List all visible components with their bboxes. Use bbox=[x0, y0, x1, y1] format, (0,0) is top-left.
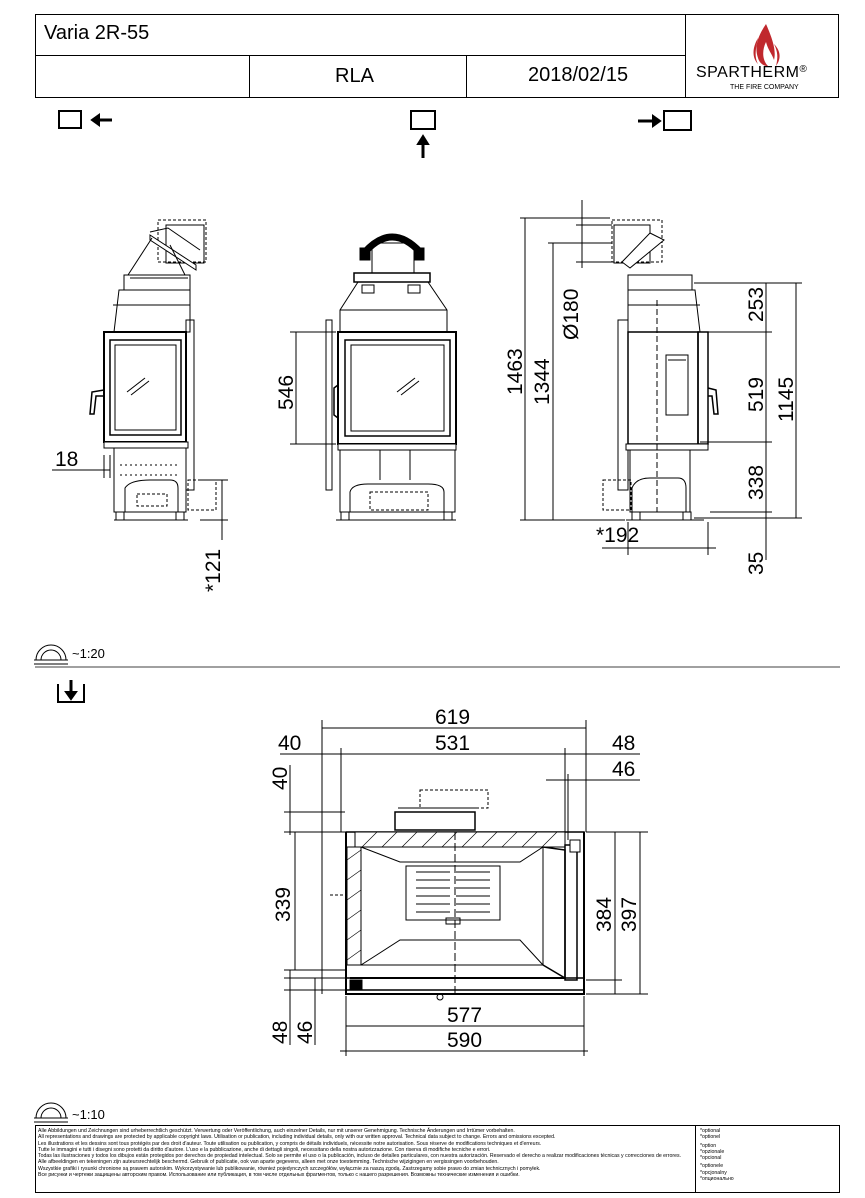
copyright-line: Alle Abbildungen und Zeichnungen sind ur… bbox=[38, 1128, 515, 1134]
optional-word: *optionele bbox=[700, 1163, 724, 1170]
dim-338: 338 bbox=[745, 465, 768, 500]
brand-logo: SPARTHERM® THE FIRE COMPANY bbox=[688, 16, 838, 96]
dim-121: *121 bbox=[202, 549, 225, 592]
dim-619: 619 bbox=[435, 706, 470, 729]
dim-253: 253 bbox=[745, 287, 768, 322]
scale-label-1: ~1:20 bbox=[72, 646, 105, 661]
dim-384: 384 bbox=[593, 897, 616, 932]
optional-word: *option bbox=[700, 1142, 717, 1149]
dim-1145: 1145 bbox=[775, 377, 798, 422]
elevation-dimension-lines bbox=[52, 200, 802, 560]
header-divider-v3 bbox=[685, 14, 686, 98]
header-frame bbox=[35, 14, 839, 98]
dim-519: 519 bbox=[745, 377, 768, 412]
optional-word: *optionel bbox=[700, 1134, 721, 1141]
dim-48-bottom: 48 bbox=[269, 1021, 292, 1044]
optional-word: *opcjonalny bbox=[700, 1169, 727, 1176]
dim-46-top: 46 bbox=[612, 758, 635, 781]
brand-name: SPARTHERM® bbox=[696, 64, 808, 81]
optional-word: *opzionale bbox=[700, 1148, 725, 1155]
legal-footer: Alle Abbildungen und Zeichnungen sind ur… bbox=[35, 1125, 840, 1193]
copyright-line: Alle afbeeldingen en tekeningen zijn aut… bbox=[38, 1159, 499, 1166]
box-arrow-left-icon bbox=[58, 110, 112, 129]
variant-label: RLA bbox=[335, 65, 374, 87]
dim-180: Ø180 bbox=[560, 289, 583, 340]
scale-label-2: ~1:10 bbox=[72, 1107, 105, 1122]
box-arrow-right-icon bbox=[638, 110, 692, 131]
box-arrow-up-icon bbox=[410, 110, 436, 158]
optional-legend: *optional *optionel *option *opzionale *… bbox=[698, 1126, 838, 1192]
box-arrow-down-icon bbox=[57, 680, 85, 703]
copyright-line: All representations and drawings are pro… bbox=[38, 1134, 556, 1141]
dim-397: 397 bbox=[618, 897, 641, 932]
dim-1463: 1463 bbox=[504, 348, 527, 395]
copyright-notice: Alle Abbildungen und Zeichnungen sind ur… bbox=[36, 1126, 696, 1192]
copyright-line: Все рисунки и чертежи защищены авторским… bbox=[38, 1172, 520, 1179]
left-side-view bbox=[89, 219, 217, 521]
header-divider-v1 bbox=[249, 55, 250, 98]
dim-35: 35 bbox=[745, 552, 768, 575]
dim-48-top: 48 bbox=[612, 732, 635, 755]
dim-546: 546 bbox=[275, 375, 298, 410]
optional-word: *опционально bbox=[700, 1176, 734, 1183]
brand-tagline: THE FIRE COMPANY bbox=[730, 84, 799, 91]
date-label: 2018/02/15 bbox=[528, 64, 629, 86]
right-side-view bbox=[602, 219, 719, 521]
front-view bbox=[325, 233, 457, 521]
flame-icon bbox=[753, 24, 780, 66]
dim-40-top: 40 bbox=[278, 732, 301, 755]
copyright-line: Wszystkie grafiki i rysunki chronione są… bbox=[38, 1165, 541, 1172]
dim-339: 339 bbox=[272, 887, 295, 922]
copyright-line: Les illustrations et les dessins sont to… bbox=[38, 1140, 542, 1147]
optional-word: *optional bbox=[700, 1128, 721, 1134]
plan-dimension-lines bbox=[280, 720, 648, 1056]
header-divider-v2 bbox=[466, 55, 467, 98]
dim-40-left: 40 bbox=[269, 767, 292, 790]
scale-icon-2 bbox=[34, 1102, 68, 1123]
dim-531: 531 bbox=[435, 732, 470, 755]
dim-46-bottom: 46 bbox=[294, 1021, 317, 1044]
plan-view bbox=[330, 789, 585, 1001]
scale-icon bbox=[34, 644, 68, 665]
header-divider-h bbox=[35, 55, 685, 56]
dim-1344: 1344 bbox=[531, 358, 554, 405]
model-name: Varia 2R-55 bbox=[44, 22, 150, 44]
dim-577: 577 bbox=[447, 1004, 482, 1027]
optional-word: *opcional bbox=[700, 1155, 722, 1162]
copyright-line: Todas las ilustraciones y todos los dibu… bbox=[38, 1153, 682, 1160]
copyright-line: Tutte le immagini e tutti i disegni sono… bbox=[38, 1146, 491, 1153]
dim-590: 590 bbox=[447, 1029, 482, 1052]
dim-18: 18 bbox=[55, 448, 78, 471]
dim-192: *192 bbox=[596, 524, 639, 547]
